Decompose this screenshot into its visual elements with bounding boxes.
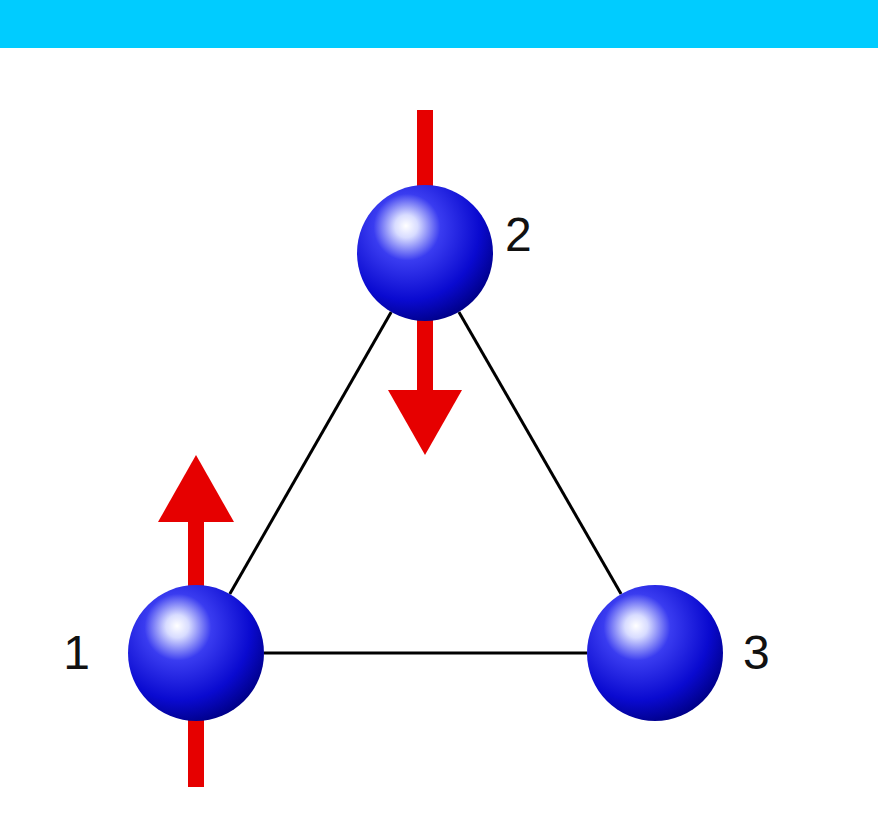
sphere (357, 185, 493, 321)
spin-site: 1 (128, 585, 264, 721)
sphere-body (587, 585, 723, 721)
top-bar (0, 0, 878, 48)
spin-site: 2 (357, 185, 493, 321)
bond-line (264, 652, 587, 655)
bond-line (459, 312, 621, 594)
sphere (128, 585, 264, 721)
sphere (587, 585, 723, 721)
site-number: 2 (505, 211, 532, 259)
bond-line (230, 312, 391, 594)
site-number: 3 (743, 629, 770, 677)
sphere-body (357, 185, 493, 321)
arrow-head (158, 455, 234, 522)
sphere-body (128, 585, 264, 721)
spin-site: 3 (587, 585, 723, 721)
site-number: 1 (63, 629, 90, 677)
arrow-head (388, 390, 462, 455)
